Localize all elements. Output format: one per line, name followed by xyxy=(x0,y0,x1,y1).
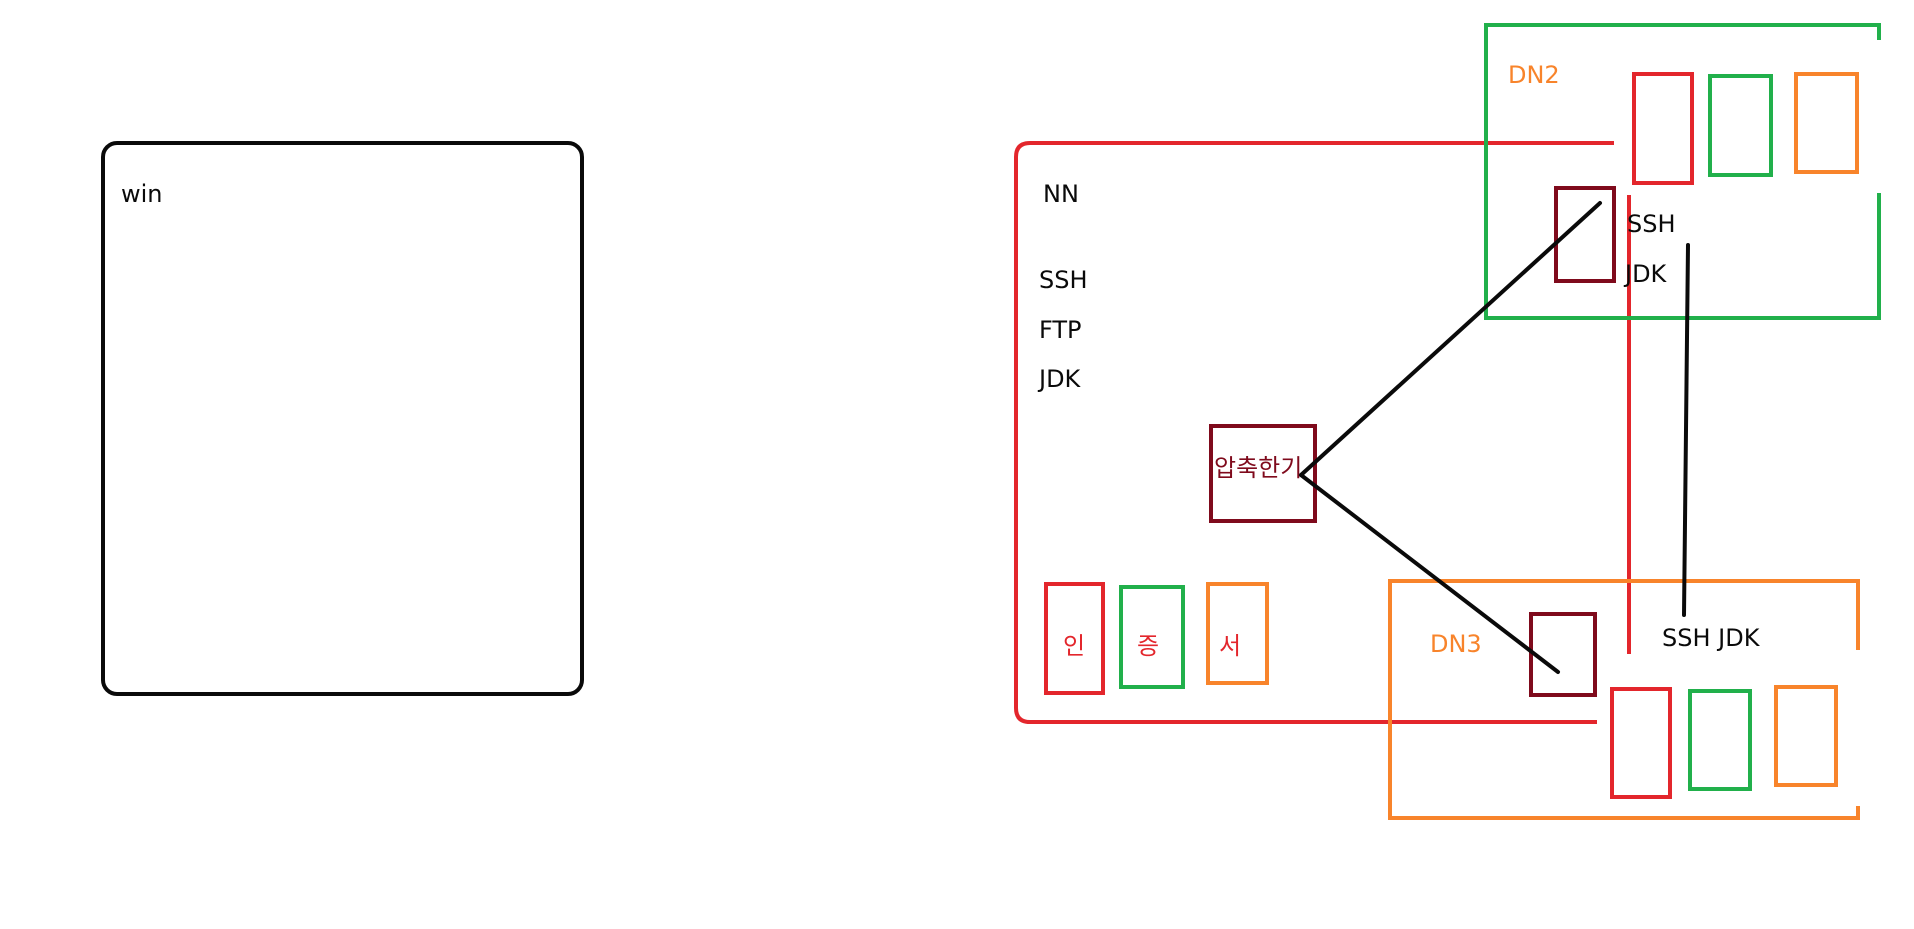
dn3-box xyxy=(1388,579,1860,820)
dn2-cert-orange xyxy=(1794,72,1859,174)
nn-service-jdk: JDK xyxy=(1037,365,1082,393)
cert-box-red xyxy=(1044,582,1105,695)
cert-box-green xyxy=(1119,585,1185,689)
compress-box xyxy=(1209,424,1317,523)
nn-service-ftp: FTP xyxy=(1039,316,1082,344)
nn-label: NN xyxy=(1043,180,1079,208)
win-node: win xyxy=(101,141,584,696)
cert-char-1: 인 xyxy=(1063,632,1085,660)
dn2-receive-box xyxy=(1554,186,1616,283)
dn3-cert-orange xyxy=(1774,685,1838,787)
nn-service-ssh: SSH xyxy=(1039,266,1088,294)
connectors xyxy=(1299,201,1690,674)
dn3-cert-red xyxy=(1610,687,1672,799)
win-box xyxy=(101,141,584,696)
cert-char-3: 서 xyxy=(1219,632,1241,660)
dn2-cert-green xyxy=(1708,74,1773,177)
connector-nn-to-dn2 xyxy=(1299,201,1602,477)
dn2-service-jdk: JDK xyxy=(1623,260,1668,288)
compress-label: 압축한기 xyxy=(1214,454,1302,482)
connector-dn2-to-dn3 xyxy=(1682,243,1690,617)
dn3-services: SSH JDK xyxy=(1662,624,1761,652)
dn2-label: DN2 xyxy=(1508,61,1560,89)
dn3-receive-box xyxy=(1529,612,1597,697)
cert-box-orange xyxy=(1206,582,1269,685)
dn3-cert-green xyxy=(1688,689,1752,791)
dn3-label: DN3 xyxy=(1430,630,1482,658)
dn2-service-ssh: SSH xyxy=(1627,210,1676,238)
nn-node: NN SSH FTP JDK 압축한기 인 증 서 xyxy=(1014,141,1631,724)
connector-nn-to-dn3 xyxy=(1299,473,1560,674)
dn2-cert-red xyxy=(1632,72,1694,185)
nn-box xyxy=(1014,141,1614,724)
dn2-node: DN2 SSH JDK xyxy=(1484,23,1882,320)
dn3-node: DN3 SSH JDK xyxy=(1388,579,1860,820)
win-label: win xyxy=(121,180,163,208)
cert-char-2: 증 xyxy=(1137,632,1159,660)
